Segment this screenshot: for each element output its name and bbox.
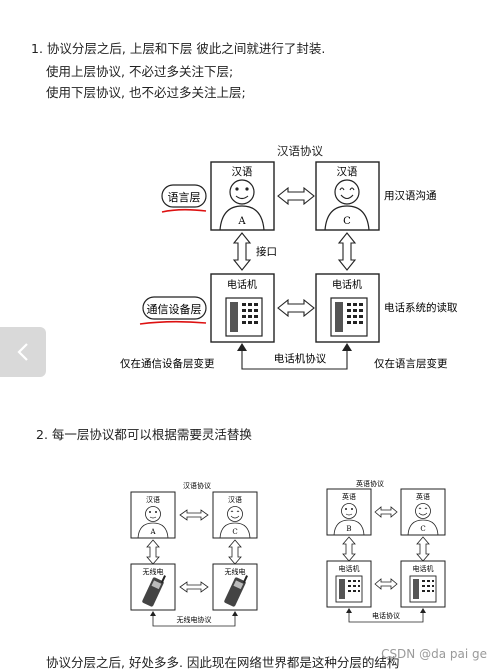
right-person-b-box: 英语 B [326, 488, 372, 536]
left-bottom-note: 仅在通信设备层变更 [120, 357, 215, 370]
left-person-a-box: 汉语 A [130, 491, 176, 539]
person-c-letter: C [343, 216, 351, 227]
language-layer-label: 语言层 [168, 191, 201, 204]
right-bottom-note: 仅在语言层变更 [374, 357, 448, 370]
right-vertical-arrow-b [342, 536, 356, 562]
vertical-arrow-left [232, 232, 252, 271]
fig2-left-title: 汉语协议 [183, 481, 211, 490]
right-double-arrow-bottom [374, 578, 398, 590]
right-protocol-connector [348, 609, 424, 623]
left-person-c-box: 汉语 C [212, 491, 258, 539]
phone-protocol-connector [241, 345, 348, 370]
left-letter-c: C [232, 528, 237, 536]
left-protocol-connector [152, 612, 236, 627]
vertical-arrow-right [337, 232, 357, 271]
left-device-a-box: 无线电 [130, 563, 176, 611]
left-protocol-label: 无线电协议 [177, 615, 212, 624]
left-device-a: 无线电 [143, 567, 164, 576]
left-device-c-box: 无线电 [212, 563, 258, 611]
right-vertical-arrow-c [416, 536, 430, 562]
section1-heading: 1. 协议分层之后, 上层和下层 彼此之间就进行了封装. [31, 41, 326, 56]
phone-c-label: 电话机 [332, 278, 362, 291]
phone-protocol-label: 电话机协议 [274, 352, 327, 365]
person-a-head: 汉语 [232, 166, 253, 178]
footer-text: 协议分层之后, 好处多多. 因此现在网络世界都是这种分层的结构 [46, 655, 400, 670]
phone-a-box: 电话机 [210, 273, 275, 343]
right-top-note: 用汉语沟通 [384, 189, 437, 202]
section1-line1: 使用上层协议, 不必过多关注下层; [46, 64, 234, 79]
left-vertical-arrow-c [228, 539, 242, 565]
left-head-a: 汉语 [146, 495, 160, 504]
section2-heading: 2. 每一层协议都可以根据需要灵活替换 [36, 427, 252, 442]
right-head-c: 英语 [416, 492, 430, 501]
person-a-letter: A [237, 216, 246, 227]
right-person-c-box: 英语 C [400, 488, 446, 536]
person-a-box: 汉语 A [210, 161, 275, 231]
right-protocol-label: 电话协议 [372, 611, 400, 620]
left-vertical-arrow-a [146, 539, 160, 565]
right-letter-c: C [420, 525, 425, 533]
right-double-arrow-top [374, 506, 398, 518]
chevron-left-icon [17, 343, 28, 361]
double-arrow-middle [277, 298, 315, 318]
previous-slide-button[interactable] [0, 327, 46, 377]
left-double-arrow-top [179, 509, 209, 521]
red-underline-top [161, 208, 207, 213]
comm-layer-label: 通信设备层 [147, 302, 202, 316]
right-device-c: 电话机 [413, 564, 434, 573]
right-device-c-box: 电话机 [400, 560, 446, 608]
section1-line2: 使用下层协议, 也不必过多关注上层; [46, 85, 246, 100]
person-c-box: 汉语 C [315, 161, 380, 231]
left-double-arrow-bottom [179, 581, 209, 593]
figure-layered-protocol: 汉语协议 汉语 A 汉语 C 语言层 用汉语沟通 接口 电话机 [120, 144, 458, 370]
person-c-head: 汉语 [337, 166, 358, 178]
right-device-b: 电话机 [339, 564, 360, 573]
right-head-b: 英语 [342, 492, 356, 501]
left-device-c: 无线电 [225, 567, 246, 576]
fig2-right-title: 英语协议 [356, 479, 384, 488]
double-arrow-top [277, 186, 315, 206]
red-underline-bottom [139, 320, 207, 325]
phone-a-label: 电话机 [227, 278, 257, 291]
right-device-b-box: 电话机 [326, 560, 372, 608]
interface-label: 接口 [256, 245, 277, 258]
csdn-watermark: CSDN @da pai ge [381, 647, 487, 661]
fig1-title: 汉语协议 [277, 144, 323, 158]
phone-c-box: 电话机 [315, 273, 380, 343]
left-letter-a: A [149, 528, 156, 536]
figure-protocol-replacement: 汉语协议 汉语 A 汉语 C 无线电 无线电 [130, 479, 446, 627]
right-letter-b: B [346, 525, 351, 533]
left-head-c: 汉语 [228, 495, 242, 504]
right-mid-note: 电话系统的读取 [384, 301, 458, 314]
